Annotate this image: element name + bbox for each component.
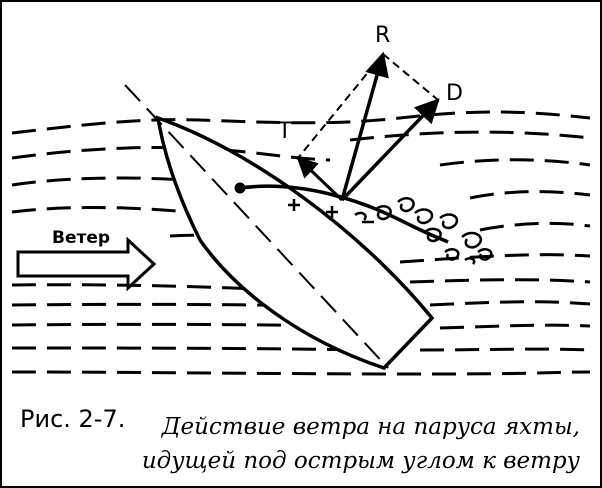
streamline bbox=[399, 253, 591, 264]
sail-curve bbox=[239, 184, 449, 244]
streamline bbox=[439, 323, 591, 330]
centerline bbox=[124, 84, 389, 369]
streamline bbox=[11, 346, 371, 352]
streamline bbox=[349, 130, 591, 142]
eddy bbox=[414, 208, 434, 225]
wake-eddies bbox=[354, 197, 493, 265]
caption-text: Действие ветра на паруса яхты, идущей по… bbox=[141, 414, 580, 474]
eddy bbox=[354, 211, 367, 221]
eddy bbox=[477, 248, 493, 261]
pressure-marks bbox=[288, 199, 374, 224]
label-thrust: T bbox=[277, 119, 292, 144]
caption-label: Рис. 2-7. bbox=[20, 405, 126, 433]
construction-line-rd bbox=[382, 53, 439, 101]
eddy bbox=[461, 231, 482, 249]
streamline bbox=[11, 370, 591, 376]
sail bbox=[234, 182, 449, 244]
streamline bbox=[469, 190, 591, 200]
eddy bbox=[444, 248, 460, 261]
hull-outline bbox=[155, 115, 435, 371]
eddy bbox=[397, 197, 415, 213]
streamline bbox=[11, 176, 186, 187]
streamline bbox=[11, 206, 191, 214]
streamline bbox=[479, 221, 591, 232]
boat-hull bbox=[124, 84, 435, 371]
streamline bbox=[11, 110, 591, 135]
wind-arrow-shape bbox=[16, 236, 157, 292]
streamline bbox=[439, 158, 591, 167]
drag-vector bbox=[340, 98, 440, 202]
label-resultant: R bbox=[375, 23, 390, 48]
streamline bbox=[429, 300, 591, 307]
eddy bbox=[439, 213, 459, 230]
label-wind: Ветер bbox=[52, 228, 110, 248]
streamline bbox=[409, 278, 591, 284]
eddy bbox=[464, 257, 476, 265]
wind-arrow: Ветер bbox=[16, 228, 157, 292]
sail-force-diagram: R D T Ветер bbox=[11, 23, 591, 376]
construction-line-rt bbox=[297, 53, 384, 159]
mast bbox=[234, 182, 246, 194]
thrust-vector bbox=[296, 156, 344, 202]
force-vectors bbox=[296, 51, 440, 202]
resultant-vector bbox=[340, 51, 389, 201]
streamline bbox=[419, 347, 591, 352]
label-drag: D bbox=[446, 81, 463, 106]
